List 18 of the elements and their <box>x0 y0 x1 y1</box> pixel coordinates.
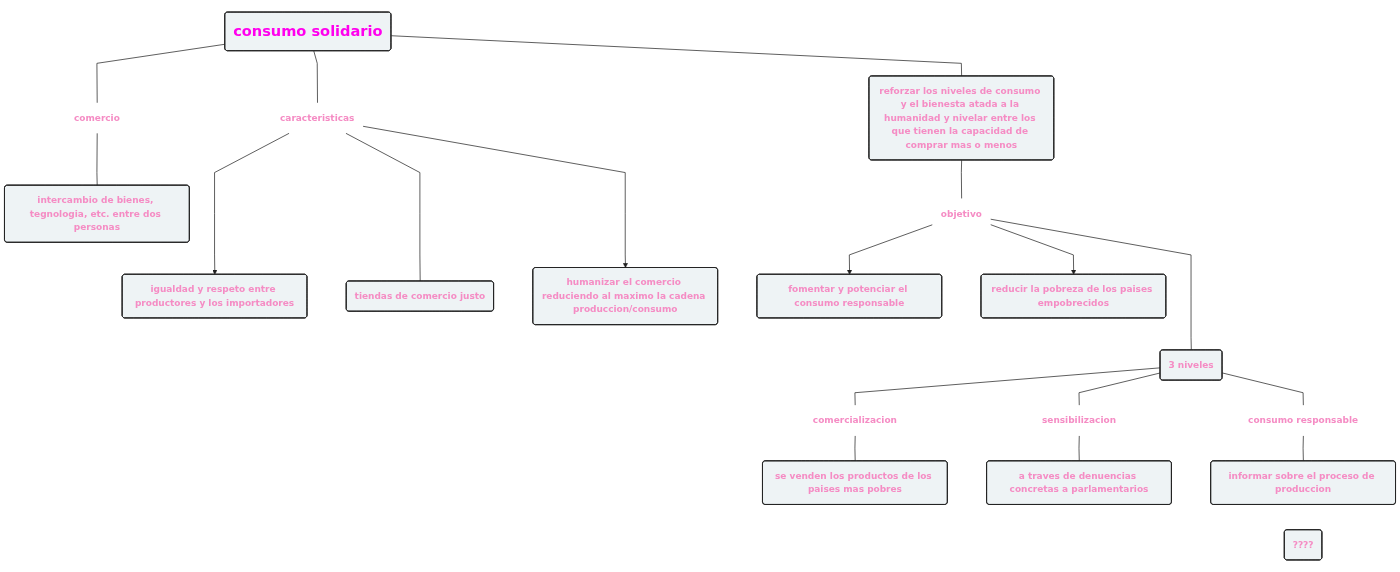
connector <box>1221 372 1304 406</box>
connector <box>1078 372 1161 406</box>
connector <box>345 132 421 282</box>
node-text: comercializacion <box>812 414 897 426</box>
node-text: consumo responsable <box>1248 414 1359 426</box>
node-text: caracteristicas <box>280 112 355 123</box>
connector <box>313 50 318 104</box>
connector <box>390 35 962 77</box>
connector <box>1302 435 1304 462</box>
connector <box>854 367 1161 406</box>
connector <box>96 43 226 104</box>
node-text: sensibilizacion <box>1041 414 1117 426</box>
connector <box>96 132 98 186</box>
connector <box>854 435 856 462</box>
connector <box>1078 435 1080 462</box>
node-text: objetivo <box>940 208 982 219</box>
connector <box>961 159 962 200</box>
node-text: comercio <box>73 112 120 123</box>
